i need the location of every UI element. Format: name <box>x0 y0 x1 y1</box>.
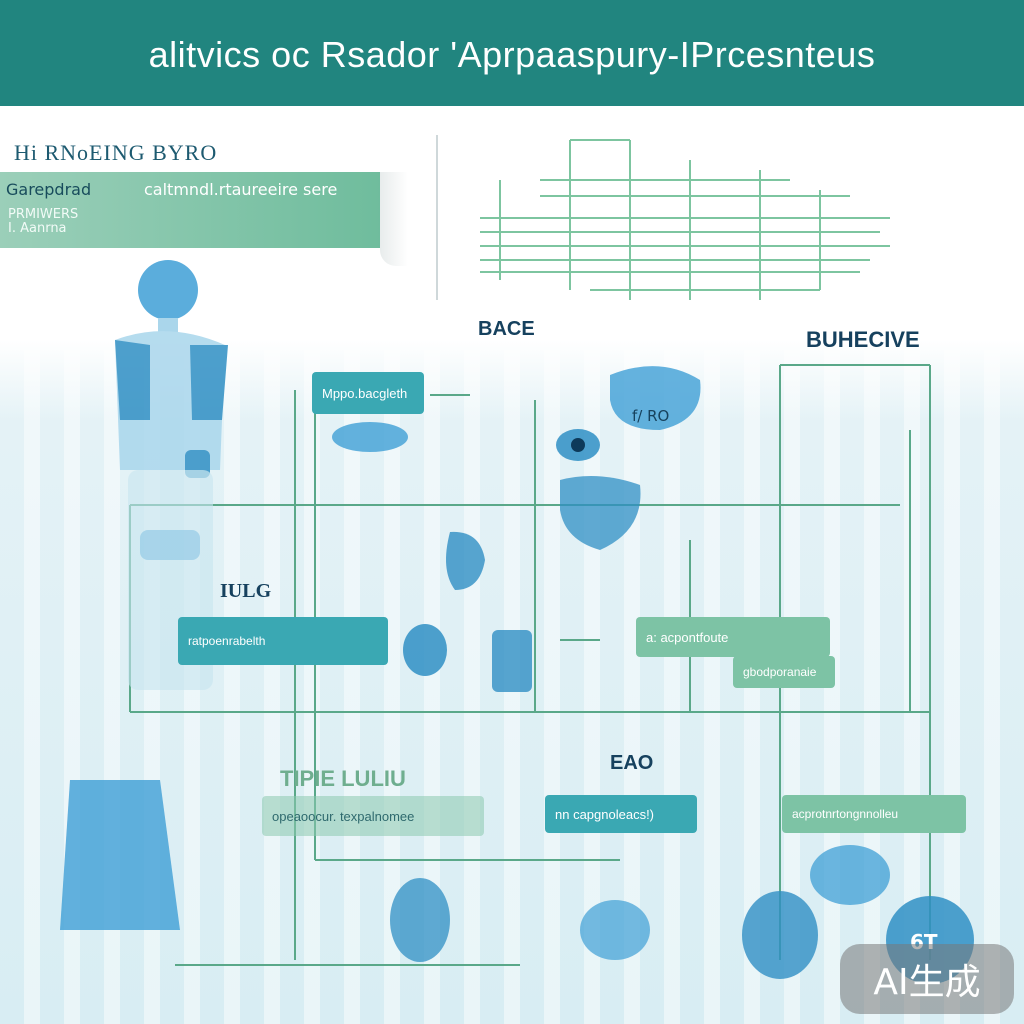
stomach-icon <box>390 878 450 962</box>
box-opeo: opeaoocur. texpalnomee <box>262 796 484 836</box>
lungs-icon <box>560 476 641 550</box>
label-eao: EAO <box>610 752 653 775</box>
ai-generated-watermark: AI生成 <box>840 944 1014 1014</box>
label-iulg: IULG <box>220 580 271 603</box>
box-proetnit: acprotnrtongnnolleu <box>782 795 966 833</box>
heart-icon <box>403 624 447 676</box>
bag-icon <box>60 780 180 930</box>
kidney-icon <box>446 532 485 590</box>
label-fi-ro: f/ RO <box>632 407 669 425</box>
box-gbodporo: gbodporanaie <box>733 656 835 688</box>
box-acpontfoute: a: acpontfoute <box>636 617 830 657</box>
box-capgniol: nn capgnoleacs!) <box>545 795 697 833</box>
bottle-icon <box>492 630 532 692</box>
label-tiple: TIPIE LULIU <box>280 766 406 792</box>
pill-icon <box>332 422 408 452</box>
box-ratpoeroat: ratpoenrabelth <box>178 617 388 665</box>
label-buhective: BUHECIVE <box>806 327 920 353</box>
building-sketch <box>480 140 890 300</box>
box-mppo: Mppo.bacgleth <box>312 372 424 414</box>
label-bace: BACE <box>478 318 535 341</box>
